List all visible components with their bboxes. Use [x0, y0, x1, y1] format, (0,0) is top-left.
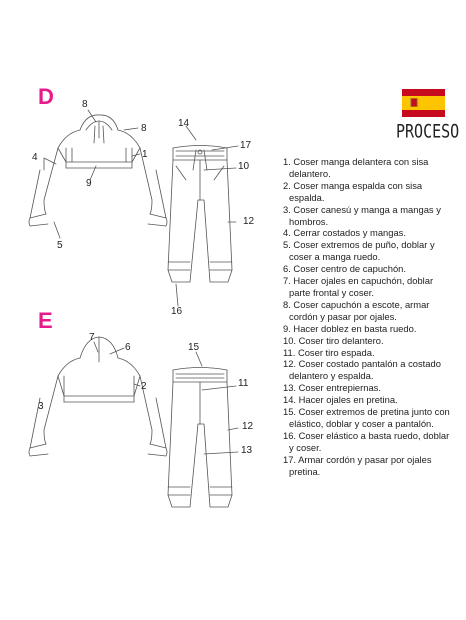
step-text: 13. Coser entrepiernas.: [283, 382, 381, 394]
step-item: 13. Coser entrepiernas.: [283, 382, 463, 394]
callout-16: 16: [171, 306, 183, 317]
step-item: 11. Coser tiro espada.: [283, 347, 463, 359]
pants-front-drawing: [167, 145, 233, 283]
callout-8-side: 8: [141, 123, 147, 134]
callout-2: 2: [141, 381, 147, 392]
step-text: 8. Coser capuchón a escote, armar: [283, 298, 430, 310]
step-text-continued: elástico, doblar y coser a pantalón.: [289, 417, 434, 429]
callout-9: 9: [86, 178, 92, 189]
step-text: 7. Hacer ojales en capuchón, doblar: [283, 275, 434, 287]
step-text: 5. Coser extremos de puño, doblar y: [283, 239, 435, 251]
callout-17: 17: [240, 140, 252, 151]
step-text: 2. Coser manga espalda con sisa: [283, 179, 423, 191]
callout-12-d: 12: [243, 216, 255, 227]
callout-8-top: 8: [82, 99, 88, 110]
section-letter-d: D: [38, 84, 54, 109]
step-text: 6. Coser centro de capuchón.: [283, 263, 406, 275]
callout-6: 6: [125, 342, 131, 353]
step-text: 17. Armar cordón y pasar por ojales: [283, 453, 432, 465]
step-text-continued: delantero y espalda.: [289, 370, 374, 382]
callout-4: 4: [32, 152, 38, 163]
callout-15: 15: [188, 342, 200, 353]
step-text-continued: hombros.: [289, 215, 329, 227]
step-text: 14. Hacer ojales en pretina.: [283, 394, 398, 406]
callout-11: 11: [238, 378, 249, 389]
step-text-continued: espalda.: [289, 191, 325, 203]
step-text: 9. Hacer doblez en basta ruedo.: [283, 322, 417, 334]
step-text-continued: cordón y pasar por ojales.: [289, 310, 397, 322]
step-text: 10. Coser tiro delantero.: [283, 334, 384, 346]
step-item: 9. Hacer doblez en basta ruedo.: [283, 323, 463, 335]
step-text: 1. Coser manga delantera con sisa: [283, 156, 429, 167]
callout-1: 1: [142, 149, 148, 160]
spain-flag-icon: [402, 89, 445, 117]
step-text-continued: delantero.: [289, 167, 331, 179]
step-text: 12. Coser costado pantalón a costado: [283, 358, 441, 370]
callout-12-e: 12: [242, 421, 254, 432]
section-letter-e: E: [38, 308, 53, 333]
step-text: 4. Cerrar costados y mangas.: [283, 227, 406, 239]
step-text: 15. Coser extremos de pretina junto con: [283, 406, 450, 418]
step-text-continued: coser a manga ruedo.: [289, 251, 381, 263]
callout-14: 14: [178, 118, 190, 129]
step-item: 4. Cerrar costados y mangas.: [283, 227, 463, 239]
step-text-continued: parte frontal y coser.: [289, 286, 374, 298]
hoodie-back-drawing: [28, 336, 168, 457]
callout-7: 7: [89, 332, 95, 343]
step-text: 3. Coser canesú y manga a mangas y: [283, 203, 441, 215]
step-text-continued: pretina.: [289, 465, 321, 477]
callout-5: 5: [57, 240, 63, 251]
hoodie-front-drawing: [28, 114, 168, 227]
step-item: 16. Coser elástico a basta ruedo, doblar…: [283, 430, 463, 454]
step-item: 10. Coser tiro delantero.: [283, 335, 463, 347]
step-text: 11. Coser tiro espada.: [283, 346, 375, 358]
process-title: PROCESO: [396, 120, 460, 143]
step-text: 16. Coser elástico a basta ruedo, doblar: [283, 429, 450, 441]
callout-10: 10: [238, 161, 250, 172]
step-item: 14. Hacer ojales en pretina.: [283, 394, 463, 406]
callout-13: 13: [241, 445, 253, 456]
step-text-continued: y coser.: [289, 441, 322, 453]
callout-3: 3: [38, 401, 44, 412]
pants-back-drawing: [167, 367, 233, 508]
step-item: 6. Coser centro de capuchón.: [283, 263, 463, 275]
